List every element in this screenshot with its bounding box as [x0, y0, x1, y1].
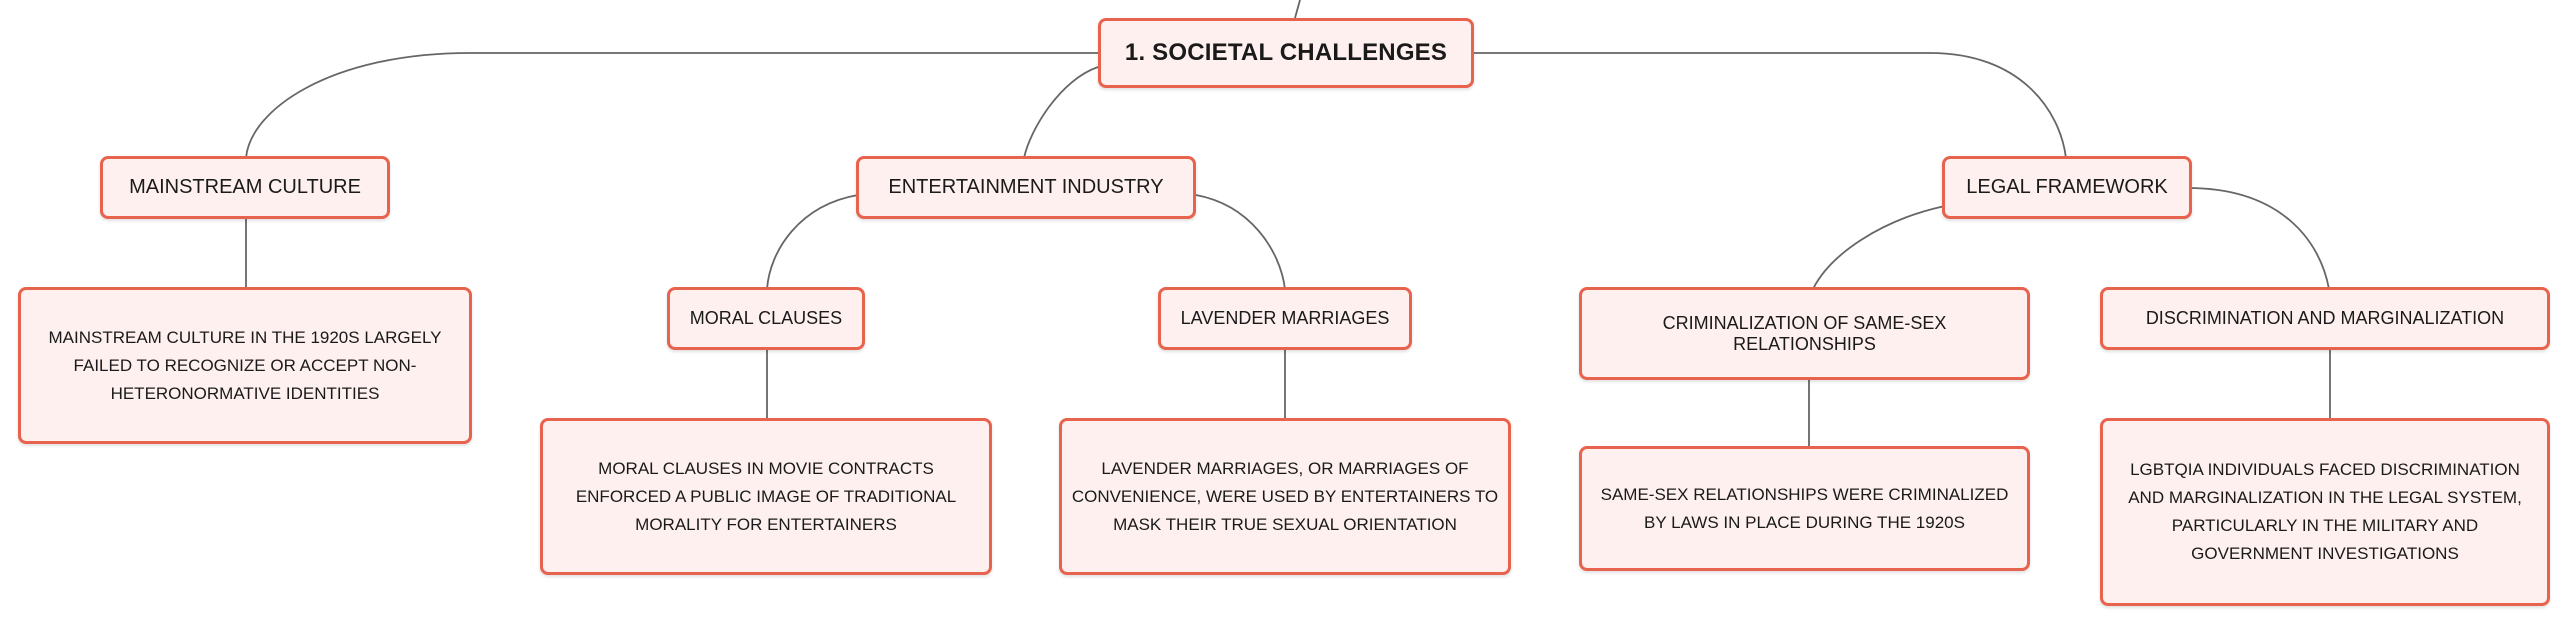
- node-mainstream-culture[interactable]: Mainstream Culture: [100, 156, 390, 219]
- detail-discrimination-marginalization[interactable]: LGBTQIA individuals faced discrimination…: [2100, 418, 2550, 606]
- node-legal-framework[interactable]: Legal Framework: [1942, 156, 2192, 219]
- connector-entertainment-to-moral-clauses: [766, 194, 859, 290]
- connector-root-to-entertainment-industry: [1023, 66, 1099, 159]
- node-lavender-marriages[interactable]: Lavender Marriages: [1158, 287, 1412, 350]
- node-criminalization[interactable]: Criminalization of Same-Sex Relationship…: [1579, 287, 2030, 380]
- detail-criminalization[interactable]: Same-sex relationships were criminalized…: [1579, 446, 2030, 571]
- detail-mainstream-culture[interactable]: Mainstream culture in the 1920s largely …: [18, 287, 472, 444]
- connector-root-to-legal-framework: [1474, 52, 2067, 159]
- root-node[interactable]: 1. Societal Challenges: [1098, 18, 1474, 88]
- connector-root-to-mainstream-culture: [245, 52, 1098, 159]
- node-discrimination-marginalization[interactable]: Discrimination and Marginalization: [2100, 287, 2550, 350]
- connector-legal-to-criminalization: [1812, 205, 1946, 290]
- node-entertainment-industry[interactable]: Entertainment Industry: [856, 156, 1196, 219]
- detail-lavender-marriages[interactable]: Lavender marriages, or marriages of conv…: [1059, 418, 1511, 575]
- connector-legal-to-discrimination: [2187, 187, 2330, 290]
- connector-entertainment-to-lavender-marriages: [1195, 194, 1286, 290]
- detail-moral-clauses[interactable]: Moral clauses in movie contracts enforce…: [540, 418, 992, 575]
- connector-root-to-parent: [1294, 0, 1301, 19]
- node-moral-clauses[interactable]: Moral Clauses: [667, 287, 865, 350]
